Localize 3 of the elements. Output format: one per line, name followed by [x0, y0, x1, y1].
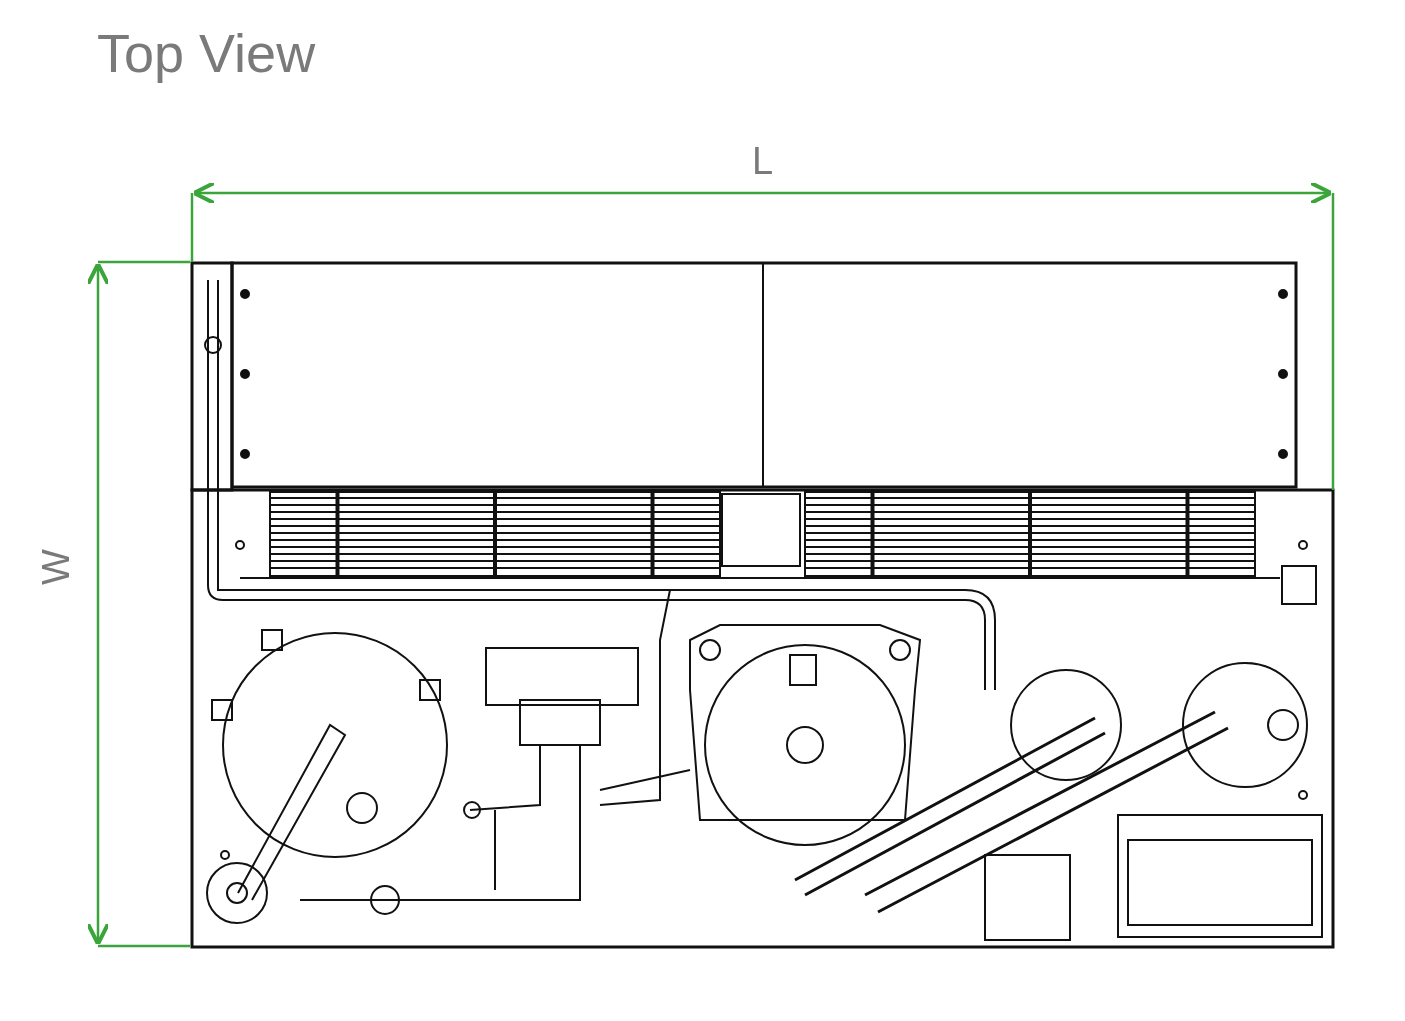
dimension-label: L [752, 142, 774, 180]
dimension-label: W [36, 549, 75, 585]
title: Top View [97, 22, 316, 84]
